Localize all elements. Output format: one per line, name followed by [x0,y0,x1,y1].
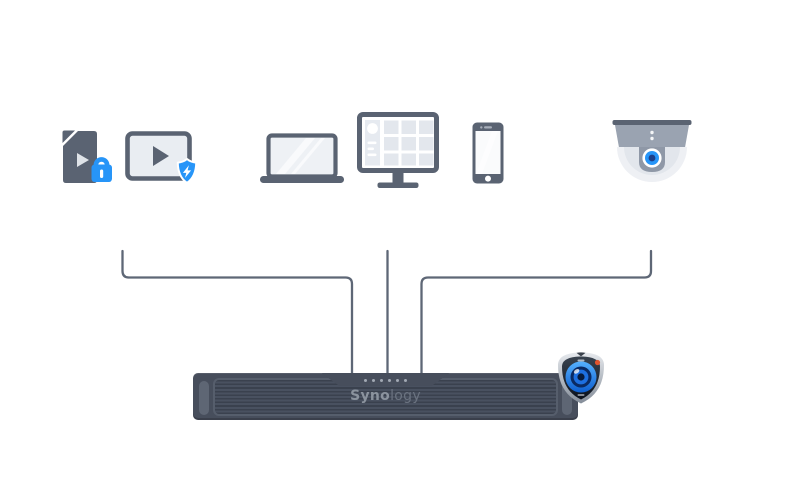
smartphone-icon [472,122,504,184]
led-dot [372,378,375,382]
shield-icon [176,158,198,184]
laptop-icon [260,133,344,183]
camera-lens [642,148,662,168]
led-row [321,373,450,386]
led-dot [404,378,407,382]
lightning-icon [182,165,192,178]
camera-mount-bar [612,120,692,125]
phone-speaker [484,126,492,129]
screen-shine [276,138,325,174]
dome-camera-icon [612,120,692,182]
lock-icon [91,157,112,182]
protected-video-player-icon [125,131,198,184]
right-bracket-line [420,249,653,379]
camera-housing [615,125,689,148]
led-dot [364,378,367,382]
badge-lens [565,361,597,393]
led-dot [396,378,399,382]
play-icon [153,146,169,166]
monitor-content [365,120,434,166]
laptop-screen [266,133,338,179]
surveillance-monitor-icon [357,112,439,188]
badge-top-notch [576,352,586,357]
led-dot [388,378,391,382]
phone-camera-dot [480,126,483,129]
led-dot [380,378,383,382]
monitor-base [377,182,419,188]
brand-logo: Synology [193,388,578,404]
rack-handle-left [199,381,209,415]
surveillance-station-app-icon [558,352,604,404]
phone-home-button [485,175,491,182]
folded-corner [62,130,75,143]
brand-logo-bold: Syno [350,388,391,404]
left-bracket-line [121,249,354,379]
laptop-base [260,176,344,183]
rack-handle-right [562,381,572,415]
play-icon [77,153,89,167]
synology-nas-device: Synology [193,373,578,420]
monitor-neck [392,171,404,183]
record-led [594,359,601,366]
secured-video-file-icon [62,130,112,183]
brand-logo-light: logy [390,388,421,404]
